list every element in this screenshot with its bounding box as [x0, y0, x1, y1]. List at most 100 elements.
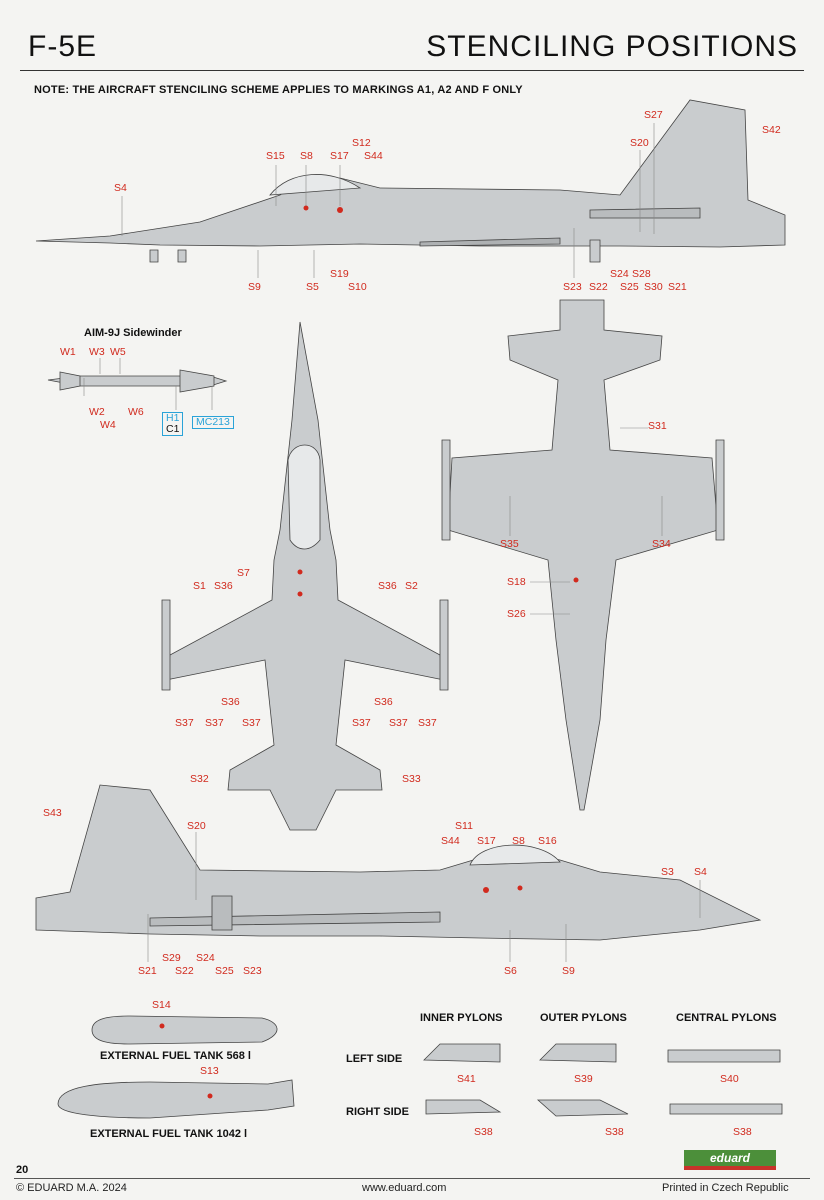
- label-s39: S39: [574, 1073, 593, 1085]
- label-s13: S13: [200, 1065, 219, 1077]
- outer-pylons-header: OUTER PYLONS: [540, 1012, 627, 1024]
- label-s25-b: S25: [215, 965, 234, 977]
- central-pylons-header: CENTRAL PYLONS: [676, 1012, 777, 1024]
- code-box-mc213: MC213: [192, 416, 234, 429]
- label-s23: S23: [563, 281, 582, 293]
- label-s8: S8: [300, 150, 313, 162]
- label-w5: W5: [110, 346, 126, 358]
- page-number: 20: [16, 1164, 29, 1176]
- code-box-h1-c1: H1 C1: [162, 412, 184, 436]
- label-s36-a: S36: [214, 580, 233, 592]
- label-s1: S1: [193, 580, 206, 592]
- label-s22-b: S22: [175, 965, 194, 977]
- footer-divider: [14, 1178, 810, 1179]
- label-s38-a: S38: [474, 1126, 493, 1138]
- label-s36-c: S36: [221, 696, 240, 708]
- eduard-logo: eduard: [684, 1150, 776, 1166]
- label-s37-d: S37: [352, 717, 371, 729]
- label-s22: S22: [589, 281, 608, 293]
- label-c1: C1: [166, 423, 180, 435]
- label-mc213: MC213: [196, 416, 230, 428]
- label-s44-b: S44: [441, 835, 460, 847]
- label-s38-b: S38: [605, 1126, 624, 1138]
- label-s42: S42: [762, 124, 781, 136]
- label-s3: S3: [661, 866, 674, 878]
- label-s38-c: S38: [733, 1126, 752, 1138]
- label-s7: S7: [237, 567, 250, 579]
- label-s20-b: S20: [187, 820, 206, 832]
- label-s17: S17: [330, 150, 349, 162]
- label-s14: S14: [152, 999, 171, 1011]
- left-side-row-label: LEFT SIDE: [346, 1053, 403, 1065]
- label-s10: S10: [348, 281, 367, 293]
- right-side-row-label: RIGHT SIDE: [346, 1106, 409, 1118]
- label-w2: W2: [89, 406, 105, 418]
- label-s21-b: S21: [138, 965, 157, 977]
- sidewinder-title: AIM-9J Sidewinder: [84, 327, 182, 339]
- fuel-tank-568: [91, 1015, 278, 1045]
- printed-in: Printed in Czech Republic: [662, 1182, 789, 1194]
- label-s44: S44: [364, 150, 383, 162]
- label-s5: S5: [306, 281, 319, 293]
- label-s33: S33: [402, 773, 421, 785]
- label-s6: S6: [504, 965, 517, 977]
- label-s24: S24: [610, 268, 629, 280]
- inner-pylons-header: INNER PYLONS: [420, 1012, 503, 1024]
- label-s27: S27: [644, 109, 663, 121]
- label-s26: S26: [507, 608, 526, 620]
- label-s31: S31: [648, 420, 667, 432]
- label-s34: S34: [652, 538, 671, 550]
- label-s4-b: S4: [694, 866, 707, 878]
- label-s36-b: S36: [378, 580, 397, 592]
- fuel-tank-568-caption: EXTERNAL FUEL TANK 568 l: [100, 1050, 251, 1062]
- label-s2: S2: [405, 580, 418, 592]
- side-profile-left-aircraft: [35, 99, 786, 263]
- label-s9: S9: [248, 281, 261, 293]
- label-s11: S11: [455, 820, 473, 832]
- label-h1: H1: [166, 412, 180, 424]
- label-w6: W6: [128, 406, 144, 418]
- label-s17-b: S17: [477, 835, 496, 847]
- label-s12: S12: [352, 137, 371, 149]
- sidewinder-missile: [47, 369, 228, 393]
- model-name: F-5E: [28, 30, 98, 63]
- label-s4: S4: [114, 182, 127, 194]
- label-s28: S28: [632, 268, 651, 280]
- pylon-drawings: [423, 1043, 783, 1117]
- label-s20: S20: [630, 137, 649, 149]
- label-s8-b: S8: [512, 835, 525, 847]
- label-s25: S25: [620, 281, 639, 293]
- label-s24-b: S24: [196, 952, 215, 964]
- label-s36-d: S36: [374, 696, 393, 708]
- stenciling-note: NOTE: THE AIRCRAFT STENCILING SCHEME APP…: [34, 84, 523, 96]
- label-s40: S40: [720, 1073, 739, 1085]
- label-s37-b: S37: [205, 717, 224, 729]
- copyright: © EDUARD M.A. 2024: [16, 1182, 127, 1194]
- label-s9-b: S9: [562, 965, 575, 977]
- label-s37-f: S37: [418, 717, 437, 729]
- label-w3: W3: [89, 346, 105, 358]
- label-s41: S41: [457, 1073, 476, 1085]
- top-view-aircraft: [161, 321, 449, 831]
- label-w1: W1: [60, 346, 76, 358]
- label-s16: S16: [538, 835, 557, 847]
- label-s37-e: S37: [389, 717, 408, 729]
- label-s18: S18: [507, 576, 526, 588]
- label-s21: S21: [668, 281, 687, 293]
- fuel-tank-1042: [57, 1079, 295, 1119]
- label-s30: S30: [644, 281, 663, 293]
- label-s23-b: S23: [243, 965, 262, 977]
- label-s35: S35: [500, 538, 519, 550]
- label-s29: S29: [162, 952, 181, 964]
- label-s15: S15: [266, 150, 285, 162]
- label-s37-a: S37: [175, 717, 194, 729]
- website-link[interactable]: www.eduard.com: [362, 1182, 447, 1194]
- side-profile-right-aircraft: [35, 784, 762, 941]
- label-s37-c: S37: [242, 717, 261, 729]
- bottom-view-aircraft: [441, 299, 725, 811]
- label-s32: S32: [190, 773, 209, 785]
- label-w4: W4: [100, 419, 116, 431]
- fuel-tank-1042-caption: EXTERNAL FUEL TANK 1042 l: [90, 1128, 248, 1140]
